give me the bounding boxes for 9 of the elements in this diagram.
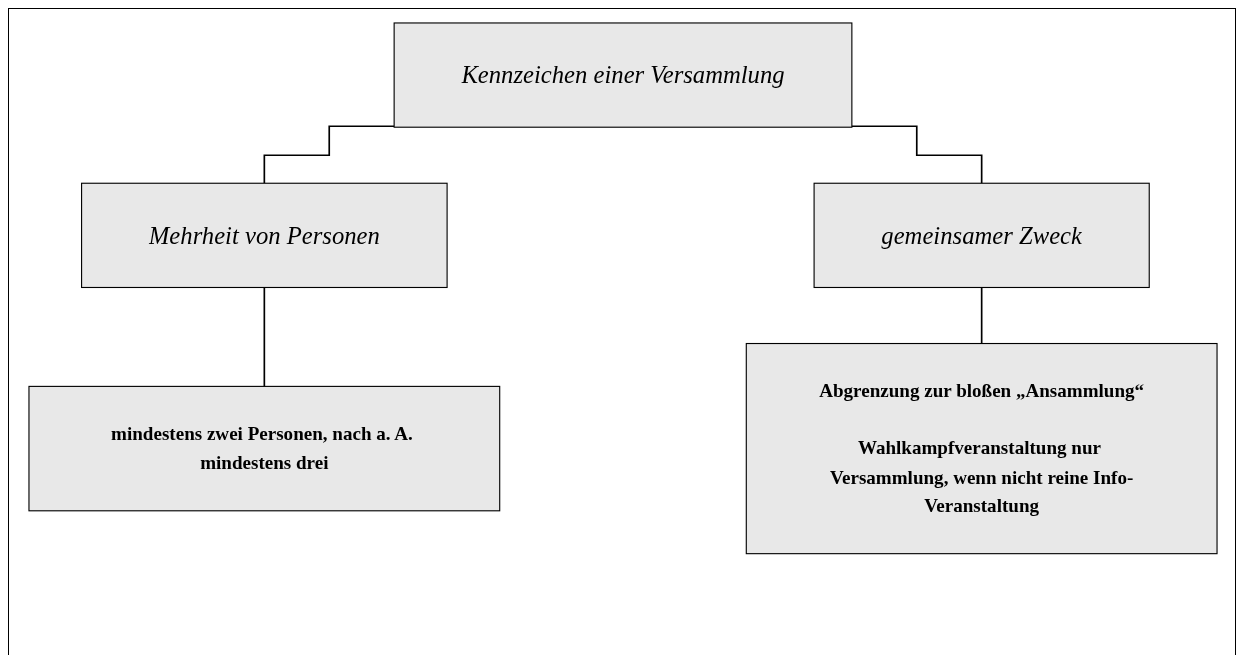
connector <box>980 286 983 345</box>
connector <box>263 125 395 185</box>
node-box: Abgrenzung zur bloßen „Ansammlung“ Wahlkampfveranstaltung nur Versammlung, wenn nicht reine Info-Veranstaltung <box>745 342 1218 555</box>
node-box: mindestens zwei Personen, nach a. A. mindestens drei <box>28 385 501 512</box>
node-box: Kennzeichen einer Versammlung <box>393 22 853 128</box>
node-box: Mehrheit von Personen <box>81 182 448 289</box>
connector <box>263 286 266 388</box>
node-box: gemeinsamer Zweck <box>813 182 1150 289</box>
connector <box>851 125 983 185</box>
